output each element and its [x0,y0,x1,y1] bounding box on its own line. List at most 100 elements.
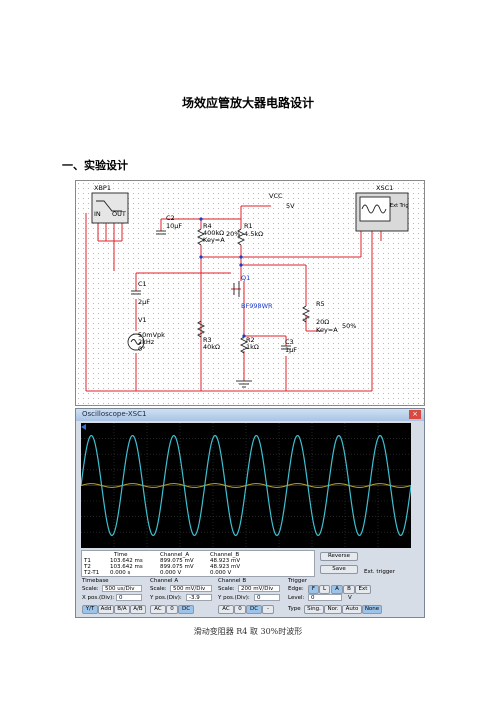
c1-label: C1 [138,280,147,288]
channel-b-title: Channel B [218,578,247,584]
readout-cell: 899.075 mV [160,558,194,564]
channel-a-scale-field[interactable]: 500 mV/Div [170,585,212,592]
trigger-edge-rising[interactable]: L [319,585,330,594]
r2-label: R2 [246,336,255,344]
r4-key: Key=A [203,236,225,244]
q1-model: BF998WR [241,302,273,310]
trigger-edge-label: Edge: [288,586,304,592]
trigger-level-field[interactable]: 0 [308,594,342,601]
channel-a-ypos-field[interactable]: -3.9 [186,594,212,601]
channel-b-dc-button[interactable]: DC [246,605,262,614]
channel-a-zero-button[interactable]: 0 [166,605,178,614]
r5-label: R5 [316,300,325,308]
v1-phase: 0° [138,345,146,353]
readout-cell: 0.000 V [160,570,182,576]
trigger-type-none[interactable]: None [362,605,382,614]
q1-label: Q1 [241,274,251,282]
c1-value: 2µF [138,298,151,306]
r5-value: 20Ω [316,318,330,326]
channel-a-dc-button[interactable]: DC [178,605,194,614]
oscilloscope-display [80,423,412,548]
readout-header-channel-a: Channel_A [160,552,190,558]
timebase-title: Timebase [82,578,109,584]
r4-label: R4 [203,222,212,230]
channel-a-scale-label: Scale: [150,586,167,592]
reverse-button[interactable]: Reverse [320,552,358,561]
readout-cell: 0.000 s [110,570,131,576]
readout-cell: 48.923 mV [210,558,241,564]
ext-trigger-label: Ext. trigger [364,569,395,575]
v1-label: V1 [138,316,147,324]
r5-percent: 50% [342,322,357,330]
trigger-type-normal[interactable]: Nor. [324,605,342,614]
readout-header-time: Time [114,552,128,558]
r2-value: 1kΩ [246,343,259,351]
oscilloscope-window: Oscilloscope-XSC1 × Time Channel_A Chann… [75,408,425,618]
r3-value: 40kΩ [203,343,221,351]
r1-value: 4.5kΩ [244,230,264,238]
channel-a-trace [80,434,412,537]
channel-b-zero-button[interactable]: 0 [234,605,246,614]
readout-row-label: T2-T1 [84,570,100,576]
xsc1-label: XSC1 [376,184,394,192]
c2-label: C2 [166,214,175,222]
readout-cell: 48.923 mV [210,564,241,570]
trigger-level-unit: V [348,595,352,601]
readout-cell: 103.642 ms [110,558,143,564]
readout-cell: 103.642 ms [110,564,143,570]
channel-a-ac-button[interactable]: AC [150,605,166,614]
channel-b-scale-label: Scale: [218,586,235,592]
vcc-label: VCC [269,192,283,200]
timebase-xpos-field[interactable]: 0 [116,594,142,601]
channel-a-title: Channel A [150,578,179,584]
timebase-scale-label: Scale: [82,586,99,592]
trigger-source-b[interactable]: B [343,585,355,594]
r3-label: R3 [203,336,212,344]
r5-key: Key=A [316,326,338,334]
trigger-type-single[interactable]: Sing. [304,605,324,614]
readout-cell: 0.000 V [210,570,232,576]
xbp1-label: XBP1 [94,184,111,192]
channel-b-scale-field[interactable]: 200 mV/Div [238,585,280,592]
readout-row-label: T1 [84,558,91,564]
trigger-edge-falling[interactable]: F [308,585,319,594]
figure-caption: 滑动变阻器 R4 取 30%时波形 [193,627,303,636]
timebase-mode-add[interactable]: Add [98,605,114,614]
r4-value: 400kΩ [203,229,225,237]
c3-label: C3 [285,338,294,346]
save-button[interactable]: Save [320,565,358,574]
c3-value: 1µF [285,346,298,354]
trigger-level-label: Level: [288,595,305,601]
channel-b-invert-button[interactable]: - [262,605,274,614]
timebase-mode-ba[interactable]: B/A [114,605,130,614]
xbp1-out-label: OUT [112,210,126,218]
document-title: 场效应管放大器电路设计 [181,96,314,110]
trigger-source-a[interactable]: A [331,585,343,594]
close-icon[interactable]: × [409,410,421,419]
v1-amplitude: 50mVpk [138,331,165,339]
channel-a-ypos-label: Y pos.(Div): [150,595,182,601]
v1-frequency: 2kHz [138,338,155,346]
c2-value: 10µF [166,222,183,230]
xbp1-in-label: IN [94,210,101,218]
schematic-wiring [85,192,409,392]
timebase-xpos-label: X pos.(Div): [82,595,115,601]
cursor-marker-icon[interactable] [81,424,86,430]
cursor-readout-table: Time Channel_A Channel_B T1 103.642 ms 8… [81,550,315,577]
readout-row-label: T2 [84,564,91,570]
trigger-type-auto[interactable]: Auto [342,605,362,614]
trigger-source-ext[interactable]: Ext [355,585,371,594]
r1-label: R1 [244,222,253,230]
oscilloscope-titlebar[interactable]: Oscilloscope-XSC1 × [76,409,424,421]
channel-b-ypos-field[interactable]: 0 [254,594,280,601]
timebase-mode-ab[interactable]: A/B [130,605,146,614]
ext-trig-label: Ext Trig [390,203,409,209]
timebase-scale-field[interactable]: 500 us/Div [102,585,142,592]
circuit-schematic: XBP1 IN OUT XSC1 Ext Trig VCC 5V C2 10µF… [75,180,425,406]
readout-cell: 899.075 mV [160,564,194,570]
vcc-value: 5V [286,202,295,210]
timebase-mode-yt[interactable]: Y/T [82,605,98,614]
readout-header-channel-b: Channel_B [210,552,240,558]
channel-b-ac-button[interactable]: AC [218,605,234,614]
trigger-title: Trigger [288,578,307,584]
